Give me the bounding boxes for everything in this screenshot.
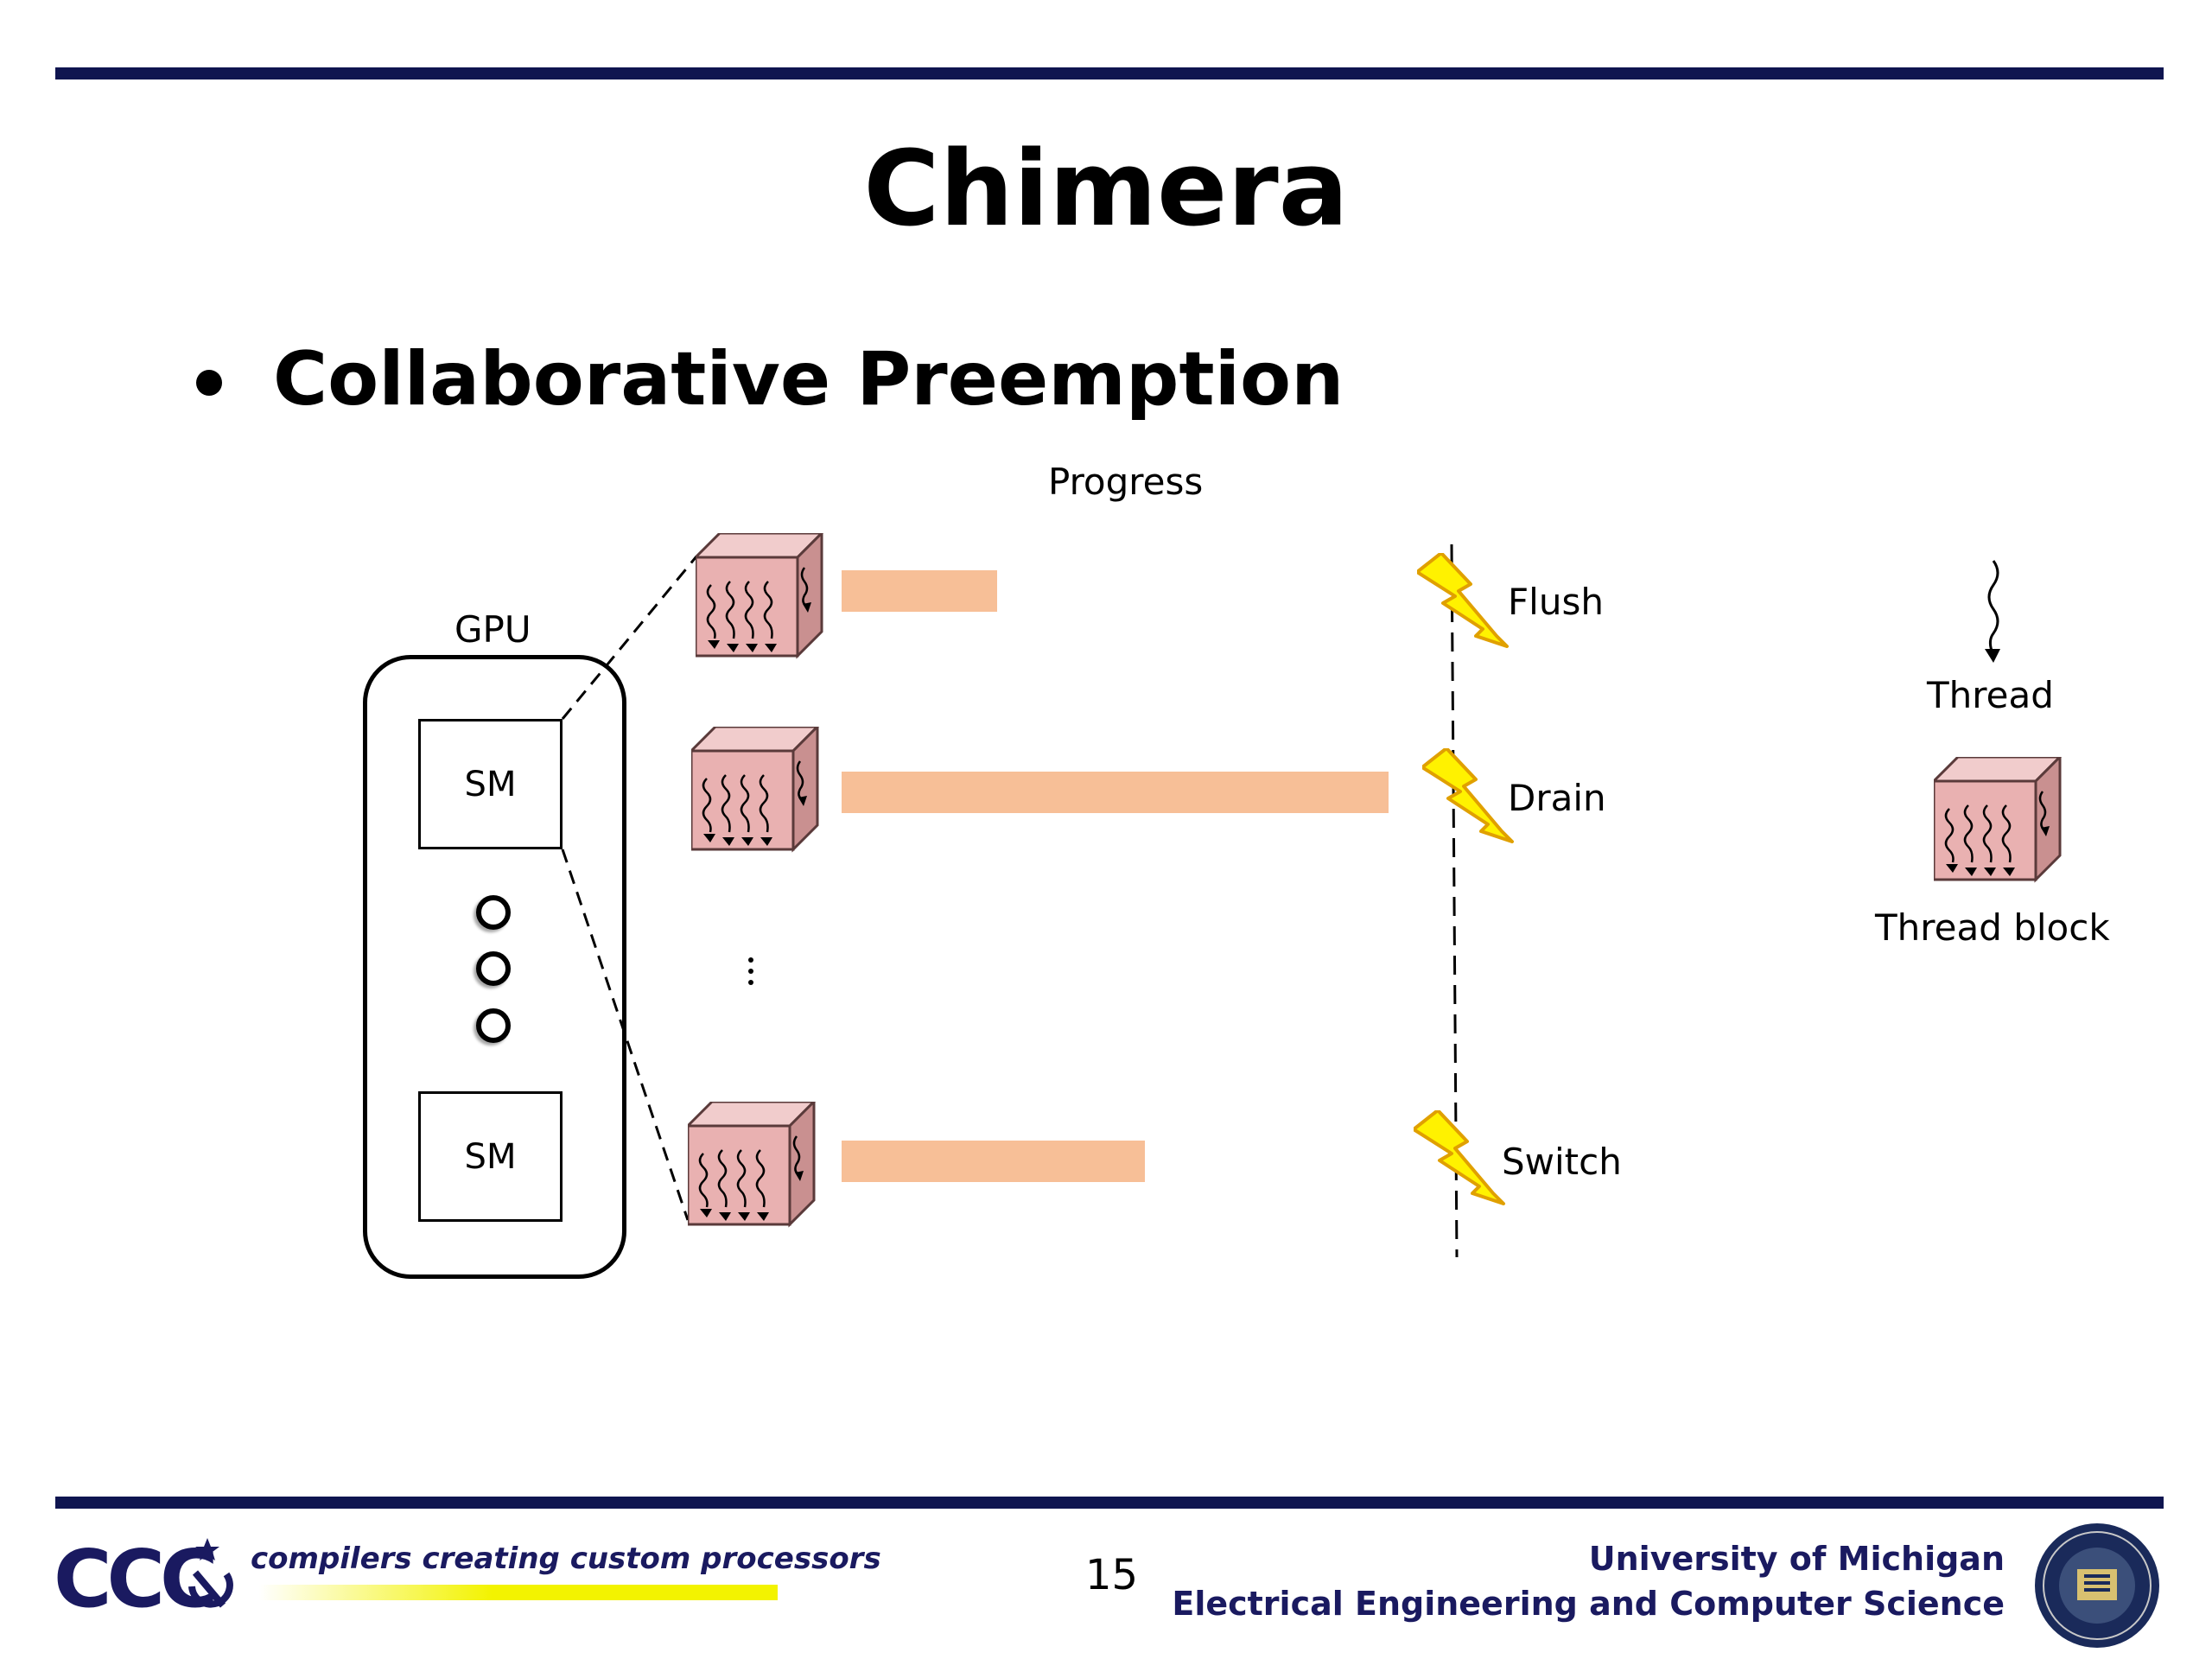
ellipsis-circle — [476, 1008, 511, 1043]
lightning-bolt-icon — [1422, 748, 1514, 843]
sm-box-bottom: SM — [418, 1091, 563, 1222]
hammer-sickle-icon — [188, 1538, 233, 1608]
page-number: 15 — [1085, 1551, 1139, 1599]
action-label-switch: Switch — [1502, 1141, 1622, 1183]
top-rule — [55, 67, 2164, 79]
lightning-bolt-icon — [1414, 1110, 1505, 1205]
ccc-logo: CCC — [54, 1533, 219, 1625]
bullet-dot — [196, 370, 222, 396]
university-seal-icon — [2035, 1523, 2159, 1648]
gpu-box — [363, 655, 626, 1279]
gpu-label: GPU — [454, 608, 531, 651]
legend-thread-block-icon — [1934, 757, 2062, 881]
legend-thread-label: Thread — [1927, 674, 2054, 716]
thread-block-icon — [688, 1102, 816, 1226]
bullet-text: Collaborative Preemption — [273, 336, 1344, 423]
sm-box-top: SM — [418, 719, 563, 849]
department-name: Electrical Engineering and Computer Scie… — [1172, 1585, 2005, 1623]
slide-title: Chimera — [863, 130, 1349, 250]
thread-icon — [1985, 560, 2000, 663]
ellipsis-circle — [476, 951, 511, 986]
ellipsis-circle — [476, 895, 511, 930]
legend-thread-block-label: Thread block — [1875, 906, 2110, 949]
action-label-drain: Drain — [1508, 777, 1606, 819]
bottom-rule — [55, 1497, 2164, 1509]
thread-block-icon — [696, 533, 823, 658]
thread-block-icon — [691, 727, 819, 851]
tagline-highlight — [259, 1585, 778, 1600]
progress-bar-drain — [842, 772, 1389, 813]
progress-label: Progress — [1048, 461, 1204, 503]
tagline: compilers creating custom processors — [251, 1541, 881, 1576]
university-name: University of Michigan — [1588, 1540, 2005, 1578]
progress-bar-flush — [842, 570, 997, 612]
action-label-flush: Flush — [1508, 581, 1604, 623]
vertical-ellipsis — [748, 957, 753, 991]
lightning-bolt-icon — [1417, 553, 1509, 648]
progress-bar-switch — [842, 1141, 1145, 1182]
